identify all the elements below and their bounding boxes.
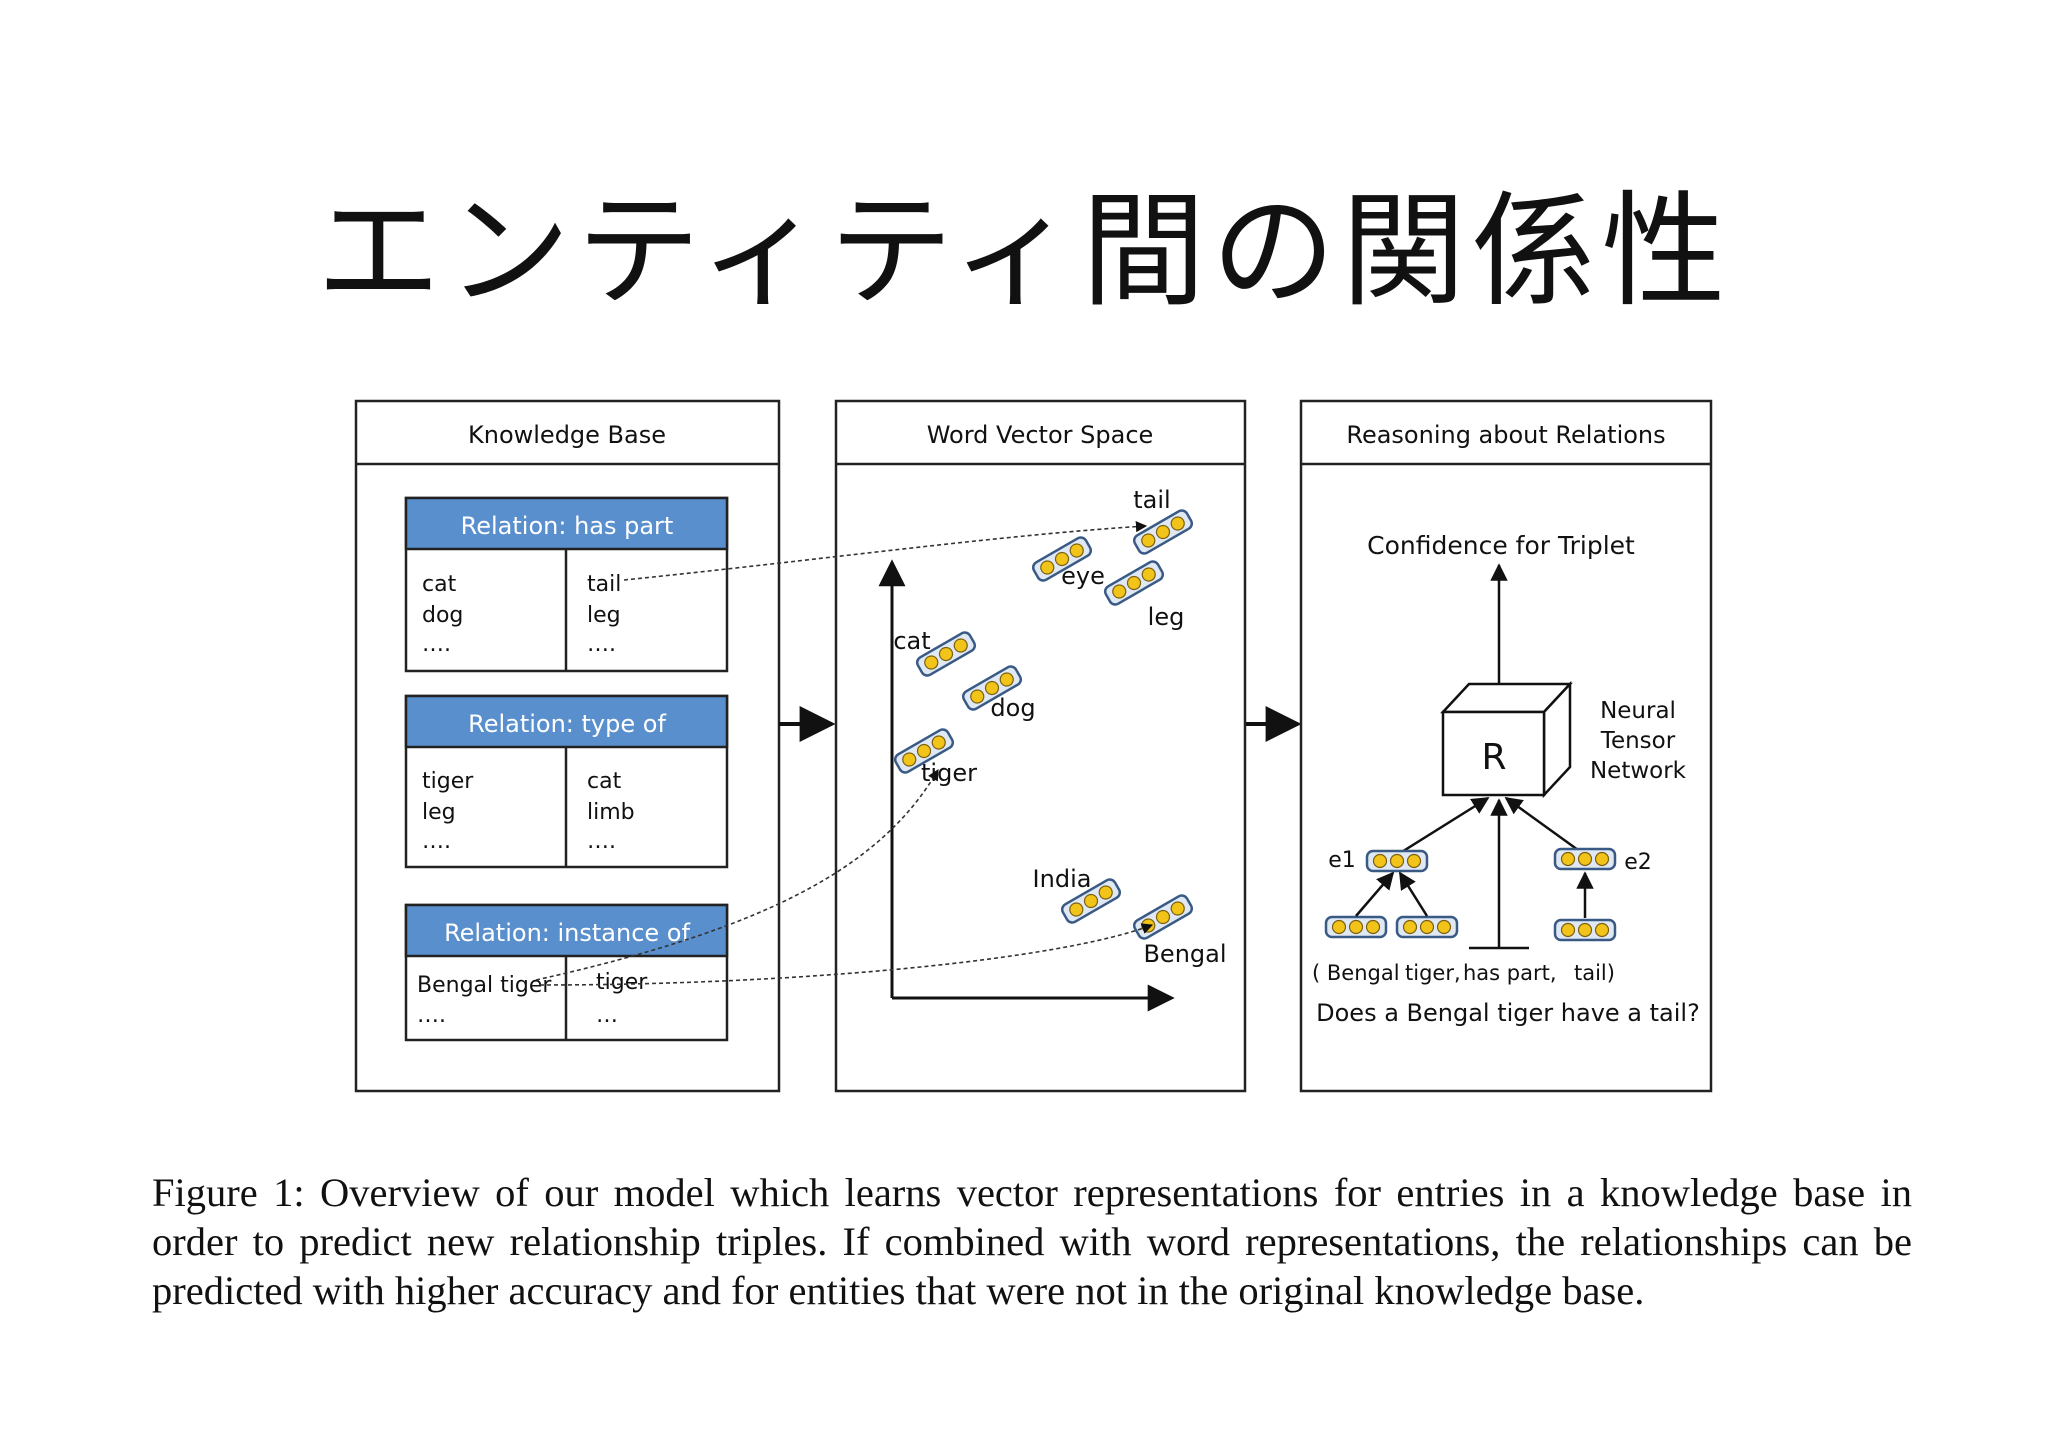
cell-bengal-tiger: Bengal tiger bbox=[417, 973, 552, 998]
relation-header: Relation: has part bbox=[461, 512, 674, 540]
relation-table-type-of: Relation: type of tiger leg …. cat limb … bbox=[404, 694, 729, 869]
relation-table-instance-of: Relation: instance of Bengal tiger …. ti… bbox=[404, 903, 729, 1042]
figure-caption: Figure 1: Overview of our model which le… bbox=[152, 1170, 1912, 1313]
cell-leg: leg bbox=[422, 800, 456, 825]
triplet-subject-part: tiger, bbox=[1405, 961, 1461, 985]
cell-cat: cat bbox=[587, 769, 622, 794]
cell-ellipsis: …. bbox=[422, 829, 451, 854]
relation-header: Relation: instance of bbox=[444, 919, 690, 947]
network-label-line: Neural bbox=[1600, 698, 1676, 724]
cell-ellipsis: … bbox=[596, 1003, 618, 1028]
connector-tail bbox=[623, 521, 1148, 581]
word-label-bengal: Bengal bbox=[1143, 940, 1226, 968]
question-text: Does a Bengal tiger have a tail? bbox=[1316, 999, 1700, 1027]
triplet-subject-part: ( Bengal bbox=[1312, 961, 1400, 985]
cell-cat: cat bbox=[422, 572, 457, 597]
dashed-connectors bbox=[535, 521, 1154, 986]
word-vector-space-panel: Word Vector Space tail eye leg cat dog t… bbox=[834, 399, 1247, 1093]
cell-limb: limb bbox=[587, 800, 635, 825]
neural-tensor-cube: R bbox=[1440, 680, 1573, 799]
network-label-line: Network bbox=[1590, 758, 1687, 784]
e1-label: e1 bbox=[1328, 848, 1356, 873]
knowledge-base-panel: Knowledge Base Relation: has part cat do… bbox=[354, 399, 781, 1093]
knowledge-base-title: Knowledge Base bbox=[468, 421, 666, 449]
word-label-leg: leg bbox=[1148, 603, 1185, 631]
cube-label: R bbox=[1481, 737, 1506, 778]
cell-tiger: tiger bbox=[596, 970, 648, 995]
cell-leg: leg bbox=[587, 603, 621, 628]
word-label-dog: dog bbox=[990, 694, 1035, 722]
e1-to-cube-arrow bbox=[1396, 796, 1490, 857]
reasoning-panel: Reasoning about Relations Confidence for… bbox=[1299, 399, 1713, 1093]
compose-arrow bbox=[1398, 871, 1429, 917]
network-label-line: Tensor bbox=[1600, 728, 1676, 754]
vector-bengal bbox=[1324, 915, 1388, 939]
relation-table-has-part: Relation: has part cat dog …. tail leg …… bbox=[404, 496, 729, 673]
triplet-object: tail) bbox=[1574, 961, 1615, 985]
e2-label: e2 bbox=[1624, 850, 1652, 875]
slide-title: エンティティ間の関係性 bbox=[316, 180, 1732, 324]
vector-e1 bbox=[1365, 849, 1429, 873]
vector-tail bbox=[1553, 918, 1617, 942]
word-label-cat: cat bbox=[893, 627, 930, 655]
cell-ellipsis: …. bbox=[587, 829, 616, 854]
e2-to-cube-arrow bbox=[1504, 796, 1586, 857]
word-label-india: India bbox=[1033, 865, 1092, 893]
cell-ellipsis: …. bbox=[587, 632, 616, 657]
cell-dog: dog bbox=[422, 603, 463, 628]
word-vector-space-title: Word Vector Space bbox=[927, 421, 1154, 449]
vector-e2 bbox=[1553, 847, 1617, 871]
connector-bengal bbox=[539, 923, 1154, 986]
cell-tail: tail bbox=[587, 572, 621, 597]
reasoning-title: Reasoning about Relations bbox=[1346, 421, 1665, 449]
confidence-label: Confidence for Triplet bbox=[1367, 531, 1635, 560]
cell-ellipsis: …. bbox=[422, 632, 451, 657]
word-label-eye: eye bbox=[1061, 562, 1105, 590]
vector-tiger bbox=[1395, 915, 1459, 939]
compose-arrow bbox=[1355, 871, 1395, 917]
triplet-relation: has part, bbox=[1463, 961, 1557, 985]
word-label-tail: tail bbox=[1133, 486, 1170, 514]
relation-header: Relation: type of bbox=[468, 710, 666, 738]
cell-tiger: tiger bbox=[422, 769, 474, 794]
cell-ellipsis: …. bbox=[417, 1003, 446, 1028]
